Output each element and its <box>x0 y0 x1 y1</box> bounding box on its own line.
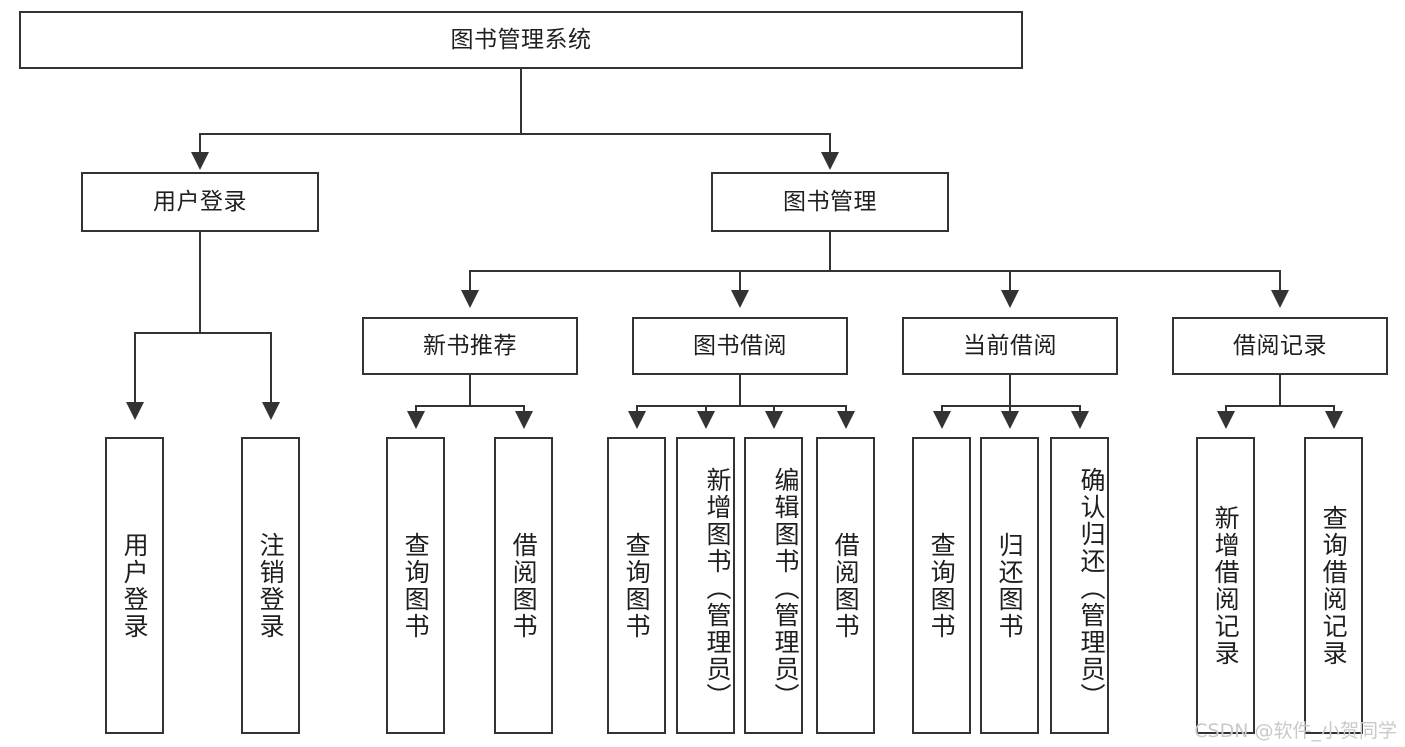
node-root-library-system[interactable]: 图书管理系统 <box>19 11 1023 69</box>
edge-current-borrow-bus <box>941 405 1081 407</box>
leaf-user-login-logout[interactable]: 注销登录 <box>241 437 300 734</box>
edge-new-book-stem <box>469 375 471 406</box>
edge-book-borrow-to-leaf-1 <box>636 405 638 413</box>
edge-book-manage-to-current-borrow <box>1009 270 1011 292</box>
arrow-new-book-to-leaf-2 <box>515 411 533 429</box>
edge-user-login-bus <box>134 332 272 334</box>
node-label: 查询借阅记录 <box>1319 504 1349 667</box>
node-book-management[interactable]: 图书管理 <box>711 172 949 232</box>
leaf-current-borrow-confirm-return-admin[interactable]: 确认归还（管理员） <box>1050 437 1109 734</box>
node-book-borrow[interactable]: 图书借阅 <box>632 317 848 375</box>
edge-book-manage-to-borrow-record <box>1279 270 1281 292</box>
arrow-current-borrow-to-leaf-1 <box>933 411 951 429</box>
edge-root-to-book-manage <box>829 133 831 155</box>
edge-new-book-to-leaf-1 <box>415 405 417 413</box>
arrow-borrow-record-to-leaf-2 <box>1325 411 1343 429</box>
edge-new-book-bus <box>415 405 525 407</box>
edge-book-borrow-to-leaf-3 <box>773 405 775 413</box>
edge-user-login-stem <box>199 232 201 333</box>
edge-book-manage-to-book-borrow <box>739 270 741 292</box>
leaf-new-book-query-book[interactable]: 查询图书 <box>386 437 445 734</box>
node-current-borrow[interactable]: 当前借阅 <box>902 317 1118 375</box>
arrow-book-manage-to-current-borrow <box>1001 290 1019 308</box>
leaf-borrow-record-query-record[interactable]: 查询借阅记录 <box>1304 437 1363 734</box>
arrow-book-borrow-to-leaf-4 <box>837 411 855 429</box>
arrow-current-borrow-to-leaf-2 <box>1001 411 1019 429</box>
node-label: 查询图书 <box>622 531 652 640</box>
node-label: 借阅图书 <box>509 531 539 640</box>
node-label: 借阅图书 <box>831 531 861 640</box>
leaf-book-borrow-add-book-admin[interactable]: 新增图书（管理员） <box>676 437 735 734</box>
edge-new-book-to-leaf-2 <box>523 405 525 413</box>
node-label: 新书推荐 <box>423 332 517 359</box>
node-label: 新增借阅记录 <box>1211 504 1241 667</box>
edge-root-to-user-login <box>199 133 201 155</box>
arrow-root-to-user-login <box>191 152 209 170</box>
node-new-book-recommend[interactable]: 新书推荐 <box>362 317 578 375</box>
arrow-book-borrow-to-leaf-2 <box>697 411 715 429</box>
node-label: 查询图书 <box>927 531 957 640</box>
edge-borrow-record-stem <box>1279 375 1281 406</box>
node-label: 确认归还（管理员） <box>1077 467 1106 710</box>
edge-user-login-to-leaf-1 <box>134 332 136 404</box>
arrow-current-borrow-to-leaf-3 <box>1071 411 1089 429</box>
edge-root-stem <box>520 69 522 134</box>
arrow-book-borrow-to-leaf-3 <box>765 411 783 429</box>
leaf-current-borrow-query-book[interactable]: 查询图书 <box>912 437 971 734</box>
edge-root-bus <box>199 133 831 135</box>
leaf-current-borrow-return-book[interactable]: 归还图书 <box>980 437 1039 734</box>
node-label: 图书管理系统 <box>450 26 592 53</box>
node-label: 新增图书（管理员） <box>703 467 732 710</box>
edge-borrow-record-to-leaf-2 <box>1333 405 1335 413</box>
edge-current-borrow-to-leaf-2 <box>1009 405 1011 413</box>
node-label: 用户登录 <box>153 188 247 215</box>
arrow-borrow-record-to-leaf-1 <box>1217 411 1235 429</box>
edge-book-borrow-bus <box>636 405 847 407</box>
arrow-user-login-to-leaf-1 <box>126 402 144 420</box>
arrow-root-to-book-manage <box>821 152 839 170</box>
arrow-book-manage-to-new-book <box>461 290 479 308</box>
edge-borrow-record-bus <box>1225 405 1335 407</box>
node-label: 借阅记录 <box>1233 332 1327 359</box>
node-user-login[interactable]: 用户登录 <box>81 172 319 232</box>
edge-book-manage-to-new-book <box>469 270 471 292</box>
leaf-book-borrow-borrow-book[interactable]: 借阅图书 <box>816 437 875 734</box>
edge-borrow-record-to-leaf-1 <box>1225 405 1227 413</box>
node-label: 归还图书 <box>995 531 1025 640</box>
leaf-new-book-borrow-book[interactable]: 借阅图书 <box>494 437 553 734</box>
arrow-book-borrow-to-leaf-1 <box>628 411 646 429</box>
node-label: 查询图书 <box>401 531 431 640</box>
node-label: 图书管理 <box>783 188 877 215</box>
arrow-user-login-to-leaf-2 <box>262 402 280 420</box>
edge-current-borrow-to-leaf-1 <box>941 405 943 413</box>
edge-current-borrow-to-leaf-3 <box>1079 405 1081 413</box>
node-label: 当前借阅 <box>963 332 1057 359</box>
leaf-borrow-record-add-record[interactable]: 新增借阅记录 <box>1196 437 1255 734</box>
node-label: 用户登录 <box>120 531 150 640</box>
leaf-book-borrow-query-book[interactable]: 查询图书 <box>607 437 666 734</box>
arrow-book-manage-to-book-borrow <box>731 290 749 308</box>
edge-current-borrow-stem <box>1009 375 1011 406</box>
node-label: 图书借阅 <box>693 332 787 359</box>
edge-book-manage-bus <box>469 270 1281 272</box>
node-label: 注销登录 <box>256 531 286 640</box>
arrow-new-book-to-leaf-1 <box>407 411 425 429</box>
node-borrow-record[interactable]: 借阅记录 <box>1172 317 1388 375</box>
leaf-user-login-login[interactable]: 用户登录 <box>105 437 164 734</box>
node-label: 编辑图书（管理员） <box>771 467 800 710</box>
edge-book-borrow-stem <box>739 375 741 406</box>
leaf-book-borrow-edit-book-admin[interactable]: 编辑图书（管理员） <box>744 437 803 734</box>
edge-user-login-to-leaf-2 <box>270 332 272 404</box>
arrow-book-manage-to-borrow-record <box>1271 290 1289 308</box>
edge-book-manage-stem <box>829 232 831 271</box>
edge-book-borrow-to-leaf-2 <box>705 405 707 413</box>
edge-book-borrow-to-leaf-4 <box>845 405 847 413</box>
csdn-watermark: CSDN @软件_小贺同学 <box>1194 720 1397 742</box>
